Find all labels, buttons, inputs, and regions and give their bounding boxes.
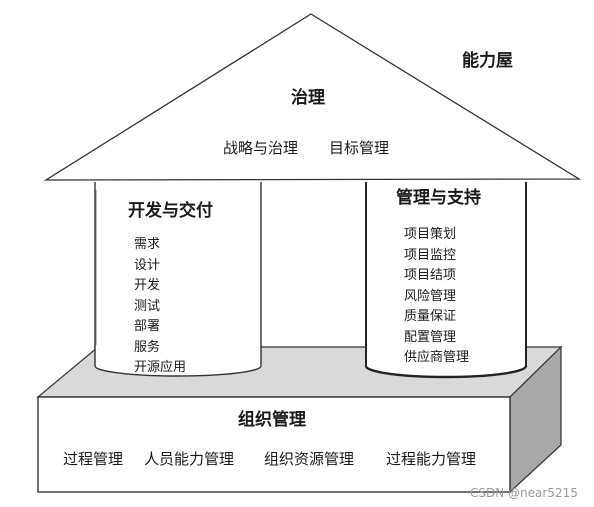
list-item: 开源应用	[134, 360, 187, 375]
left-pillar-list: 需求 设计 开发 测试 部署 服务 开源应用	[134, 235, 186, 379]
list-item: 项目结项	[404, 268, 457, 283]
left-pillar-title: 开发与交付	[128, 201, 213, 221]
watermark: CSDN @near5215	[470, 486, 578, 500]
list-item: 需求	[134, 237, 161, 252]
roof-title: 治理	[291, 88, 325, 108]
foundation-title: 组织管理	[238, 410, 306, 430]
right-pillar-title: 管理与支持	[396, 188, 481, 208]
roof-item-goals: 目标管理	[329, 139, 390, 157]
foundation-item-resources: 组织资源管理	[264, 450, 355, 468]
roof-item-strategy: 战略与治理	[223, 139, 299, 157]
foundation-item-process: 过程管理	[63, 450, 124, 468]
list-item: 供应商管理	[404, 350, 470, 365]
list-item: 服务	[134, 339, 161, 355]
list-item: 部署	[134, 319, 161, 334]
list-item: 风险管理	[404, 288, 457, 304]
list-item: 开发	[134, 278, 161, 293]
house-title: 能力屋	[462, 51, 513, 71]
list-item: 测试	[134, 298, 161, 314]
list-item: 设计	[134, 257, 161, 273]
list-item: 质量保证	[404, 309, 457, 324]
list-item: 项目监控	[404, 247, 457, 263]
list-item: 配置管理	[404, 329, 457, 345]
right-pillar-list: 项目策划 项目监控 项目结项 风险管理 质量保证 配置管理 供应商管理	[404, 225, 469, 369]
roof-triangle	[43, 13, 582, 181]
list-item: 项目策划	[404, 227, 457, 242]
foundation-item-capability: 过程能力管理	[386, 450, 477, 468]
foundation-item-people: 人员能力管理	[144, 450, 235, 468]
